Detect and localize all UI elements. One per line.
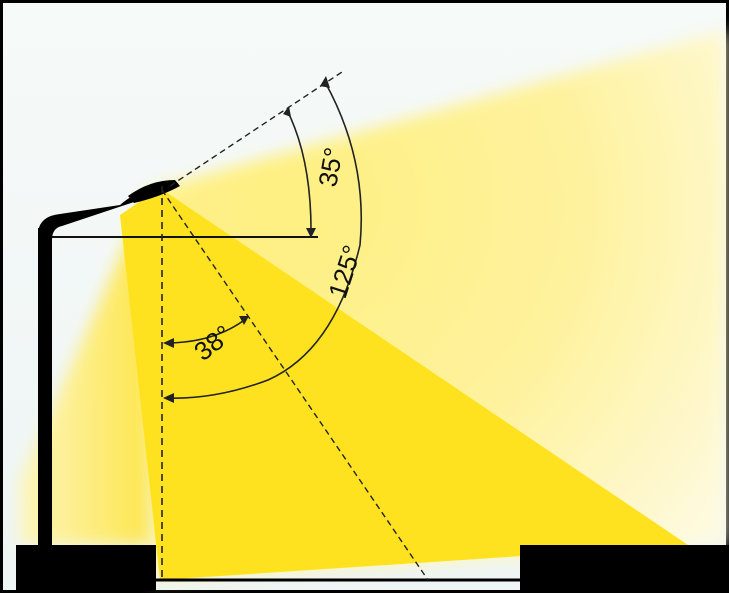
core-light-beam (120, 188, 688, 580)
ground-right-kerb (520, 545, 729, 591)
arc-125-arrow-top (320, 76, 330, 88)
arc-38-arrow-right (239, 316, 249, 325)
arc-38-arrow-left (163, 338, 174, 348)
left-light-spill (20, 190, 150, 545)
arc-125-degrees (164, 81, 363, 399)
luminaire-head (128, 180, 180, 203)
arc-35-degrees (286, 109, 312, 238)
upper-beam-dashed-line (169, 69, 346, 187)
angle-label-35: 35° (312, 145, 348, 189)
arc-35-arrow-top (283, 106, 291, 117)
beam-axis-dashed-line (161, 189, 429, 581)
ground-left-kerb (16, 545, 156, 591)
arc-125-arrow-bottom (163, 393, 174, 403)
arc-35-arrow-bottom (306, 228, 316, 238)
light-pole (38, 228, 52, 548)
arc-38-degrees (164, 317, 248, 344)
